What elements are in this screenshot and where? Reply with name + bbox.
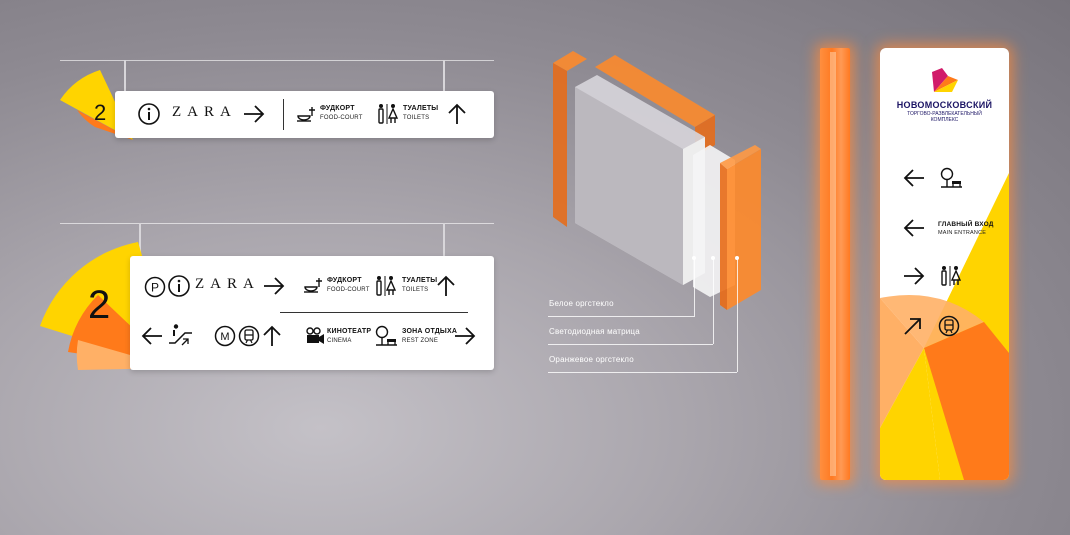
food-icon xyxy=(297,107,315,122)
brand-zara: ZARA xyxy=(172,104,237,120)
divider xyxy=(283,99,284,130)
food-label-en-2: FOOD-COURT xyxy=(327,287,370,293)
callout-hline-3 xyxy=(548,372,737,373)
ceiling-line-bottom xyxy=(60,223,494,224)
floor-number-small: 2 xyxy=(94,100,107,125)
parking-icon: P xyxy=(144,276,166,298)
svg-text:P: P xyxy=(151,281,159,295)
layer-diagram xyxy=(553,51,761,310)
totem-logo-icon xyxy=(932,68,958,92)
info-icon xyxy=(138,103,160,125)
toilets-label-en-2: TOILETS xyxy=(402,287,429,293)
hanger-right-2 xyxy=(443,223,445,256)
callout-white-plexi: Белое оргстекло xyxy=(549,299,614,308)
toilets-label-en: TOILETS xyxy=(403,115,430,121)
food-icon-2 xyxy=(304,278,322,293)
cinema-icon xyxy=(306,327,324,344)
arrow-up-right-icon-totem xyxy=(904,318,921,335)
toilets-label-ru: ТУАЛЕТЫ xyxy=(403,105,439,112)
orange-layer-front xyxy=(720,145,761,310)
sign-small: ZARA ФУДКОРТ FOOD-COURT ТУАЛЕТЫ TOILETS xyxy=(115,91,494,138)
sign-large: P ZARA ФУДКОРТ FOOD-COURT ТУАЛЕТЫ TOILET… xyxy=(130,256,494,370)
callout-vline-2 xyxy=(713,258,714,344)
info-icon-2 xyxy=(168,275,190,297)
arrow-right-icon-3 xyxy=(455,327,476,345)
arrow-up-icon xyxy=(448,103,466,124)
toilets-icon-totem xyxy=(941,266,962,286)
totem: НОВОМОСКОВСКИЙ ТОРГОВО-РАЗВЛЕКАТЕЛЬНЫЙ К… xyxy=(880,48,1009,480)
arrow-left-icon xyxy=(141,327,162,345)
ceiling-line-top xyxy=(60,60,494,61)
rest-zone-icon-totem xyxy=(940,167,962,188)
orange-layer-back xyxy=(553,51,715,227)
totem-subtitle-1: ТОРГОВО-РАЗВЛЕКАТЕЛЬНЫЙ xyxy=(907,111,982,117)
brand-zara-2: ZARA xyxy=(195,276,260,292)
food-label-ru-2: ФУДКОРТ xyxy=(327,277,362,284)
escalator-icon xyxy=(169,324,192,346)
totem-graphics xyxy=(880,173,1009,480)
toilets-icon xyxy=(378,104,399,124)
callout-orange-plexi: Оранжевое оргстекло xyxy=(549,355,634,364)
callout-led-matrix: Светодиодная матрица xyxy=(549,327,640,336)
arrow-left-icon-totem-1 xyxy=(903,169,924,187)
train-icon-totem xyxy=(938,315,960,337)
arrow-up-icon-3 xyxy=(263,325,281,346)
arrow-right-icon-2 xyxy=(264,277,285,295)
arrow-right-icon-totem xyxy=(904,267,925,285)
rest-zone-icon xyxy=(375,325,397,346)
totem-brand: НОВОМОСКОВСКИЙ xyxy=(896,100,993,110)
hanger-left-2 xyxy=(139,223,141,256)
cinema-label-ru: КИНОТЕАТР xyxy=(327,328,372,335)
arrow-left-icon-totem-2 xyxy=(903,219,924,237)
hanger-left xyxy=(124,60,126,91)
hanger-right xyxy=(443,60,445,91)
svg-text:M: M xyxy=(220,331,229,343)
main-entrance-en: MAIN ENTRANCE xyxy=(938,230,987,236)
floor-number-large: 2 xyxy=(88,283,111,327)
arrow-right-icon xyxy=(244,105,265,123)
rest-label-en: REST ZONE xyxy=(402,338,439,344)
glow-side-bar-highlight xyxy=(830,52,836,476)
food-label-en: FOOD-COURT xyxy=(320,115,363,121)
toilets-icon-2 xyxy=(376,276,397,296)
main-entrance-ru: ГЛАВНЫЙ ВХОД xyxy=(938,221,994,228)
rest-label-ru: ЗОНА ОТДЫХА xyxy=(402,328,458,335)
callout-vline-3 xyxy=(737,258,738,372)
row-divider xyxy=(280,312,468,313)
callout-hline-1 xyxy=(548,316,694,317)
train-icon xyxy=(238,325,260,347)
callout-hline-2 xyxy=(548,344,713,345)
totem-subtitle-2: КОМПЛЕКС xyxy=(930,117,959,123)
cinema-label-en: CINEMA xyxy=(327,338,352,344)
food-label-ru: ФУДКОРТ xyxy=(320,105,355,112)
arrow-up-icon-2 xyxy=(437,275,455,296)
toilets-label-ru-2: ТУАЛЕТЫ xyxy=(402,277,438,284)
callout-vline-1 xyxy=(694,258,695,317)
metro-icon: M xyxy=(214,325,236,347)
